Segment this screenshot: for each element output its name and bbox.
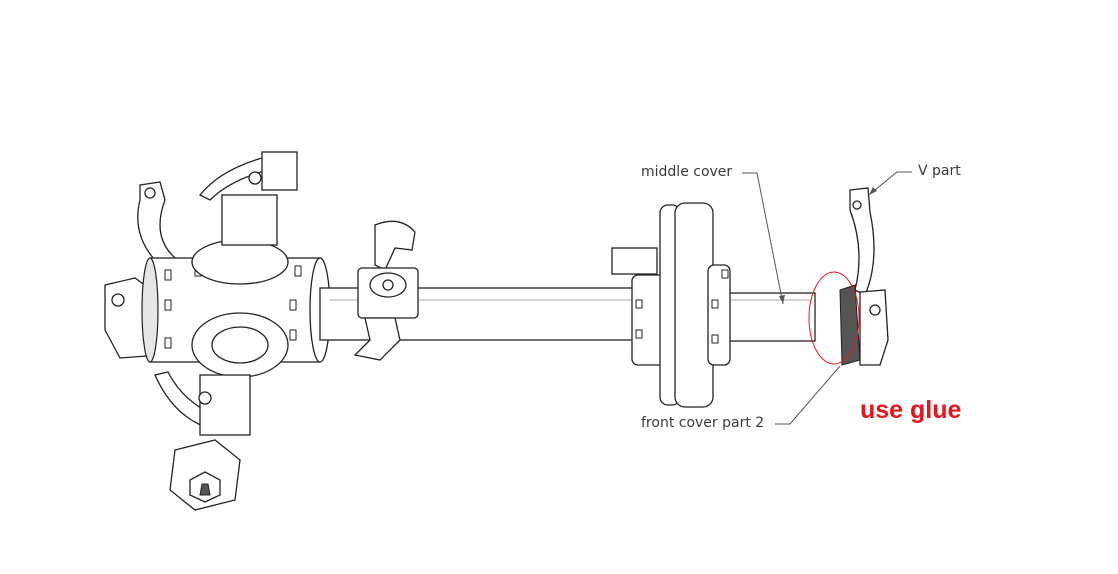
label-v-part: V part [918,163,961,179]
lower-arm-assembly [154,312,289,511]
v-part [839,187,889,366]
upper-arm-assembly [191,151,298,285]
glue-highlight-ellipse [808,271,860,365]
leader-lines [742,171,912,425]
label-middle-cover: middle cover [641,164,733,180]
middle-flange-assembly [611,202,731,408]
shaft-clamp [353,220,419,361]
label-front-cover-part-2: front cover part 2 [641,415,765,431]
use-glue-annotation: use glue [860,396,962,424]
